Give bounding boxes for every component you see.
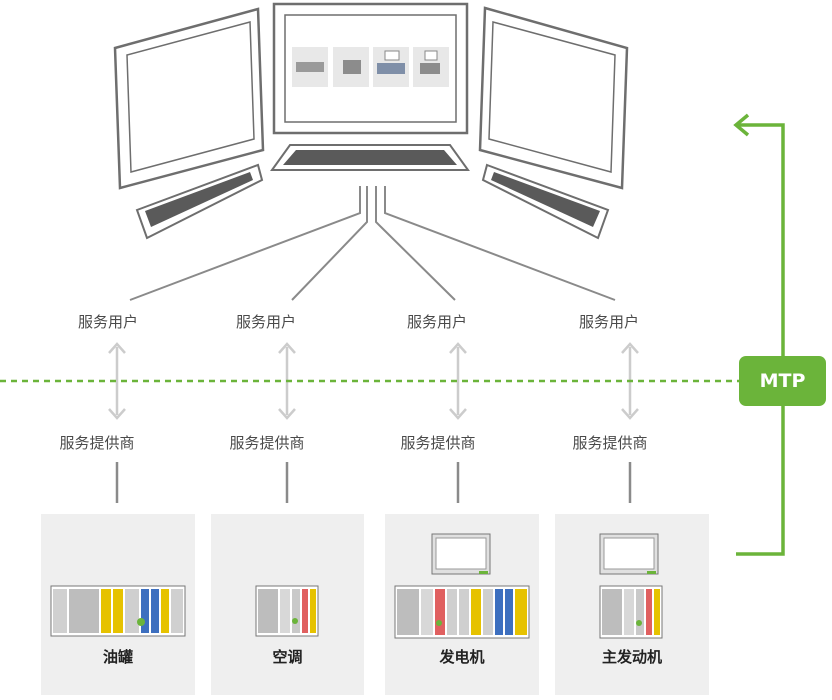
center-keyboard-icon xyxy=(270,144,470,171)
hmi-thumbnail-4 xyxy=(413,47,449,87)
device-name-4: 主发动机 xyxy=(601,648,662,666)
double-arrow-icon-3 xyxy=(449,342,467,420)
connector-line-4 xyxy=(384,186,616,301)
service-provider-label-2: 服务提供商 xyxy=(229,434,305,452)
io-module-rack-with-panel-icon xyxy=(599,533,663,639)
connector-line-2 xyxy=(291,186,368,301)
device-name-1: 油罐 xyxy=(102,648,133,666)
device-name-3: 发电机 xyxy=(439,648,485,666)
service-user-label-3: 服务用户 xyxy=(406,313,467,331)
device-box-1: 油罐 xyxy=(41,514,195,695)
hmi-thumbnail-1 xyxy=(292,47,328,87)
service-provider-label-3: 服务提供商 xyxy=(400,434,476,452)
device-name-2: 空调 xyxy=(272,648,303,666)
device-box-2: 空调 xyxy=(211,514,364,695)
provider-device-connectors xyxy=(115,462,632,503)
io-module-rack-icon xyxy=(255,585,319,637)
io-module-rack-with-panel-icon xyxy=(394,533,530,639)
service-user-label-1: 服务用户 xyxy=(77,313,138,331)
right-monitor-icon xyxy=(478,6,629,190)
mtp-bracket xyxy=(733,113,785,556)
service-user-label-4: 服务用户 xyxy=(578,313,639,331)
service-provider-label-1: 服务提供商 xyxy=(59,434,135,452)
hmi-thumbnail-2 xyxy=(333,47,369,87)
device-box-4: 主发动机 xyxy=(555,514,709,695)
workstation-connectors xyxy=(129,186,616,301)
right-keyboard-icon xyxy=(481,163,610,240)
mtp-badge: MTP xyxy=(739,356,826,406)
service-user-label-2: 服务用户 xyxy=(235,313,296,331)
io-module-rack-icon xyxy=(50,585,186,637)
left-monitor-icon xyxy=(113,7,265,190)
hmi-thumbnail-3 xyxy=(373,47,409,87)
device-box-3: 发电机 xyxy=(385,514,539,695)
service-provider-label-4: 服务提供商 xyxy=(572,434,648,452)
connector-line-1 xyxy=(129,186,361,301)
connector-line-3 xyxy=(375,186,456,301)
double-arrow-icon-1 xyxy=(108,342,126,420)
left-keyboard-icon xyxy=(135,163,264,240)
center-monitor-icon xyxy=(272,2,469,135)
